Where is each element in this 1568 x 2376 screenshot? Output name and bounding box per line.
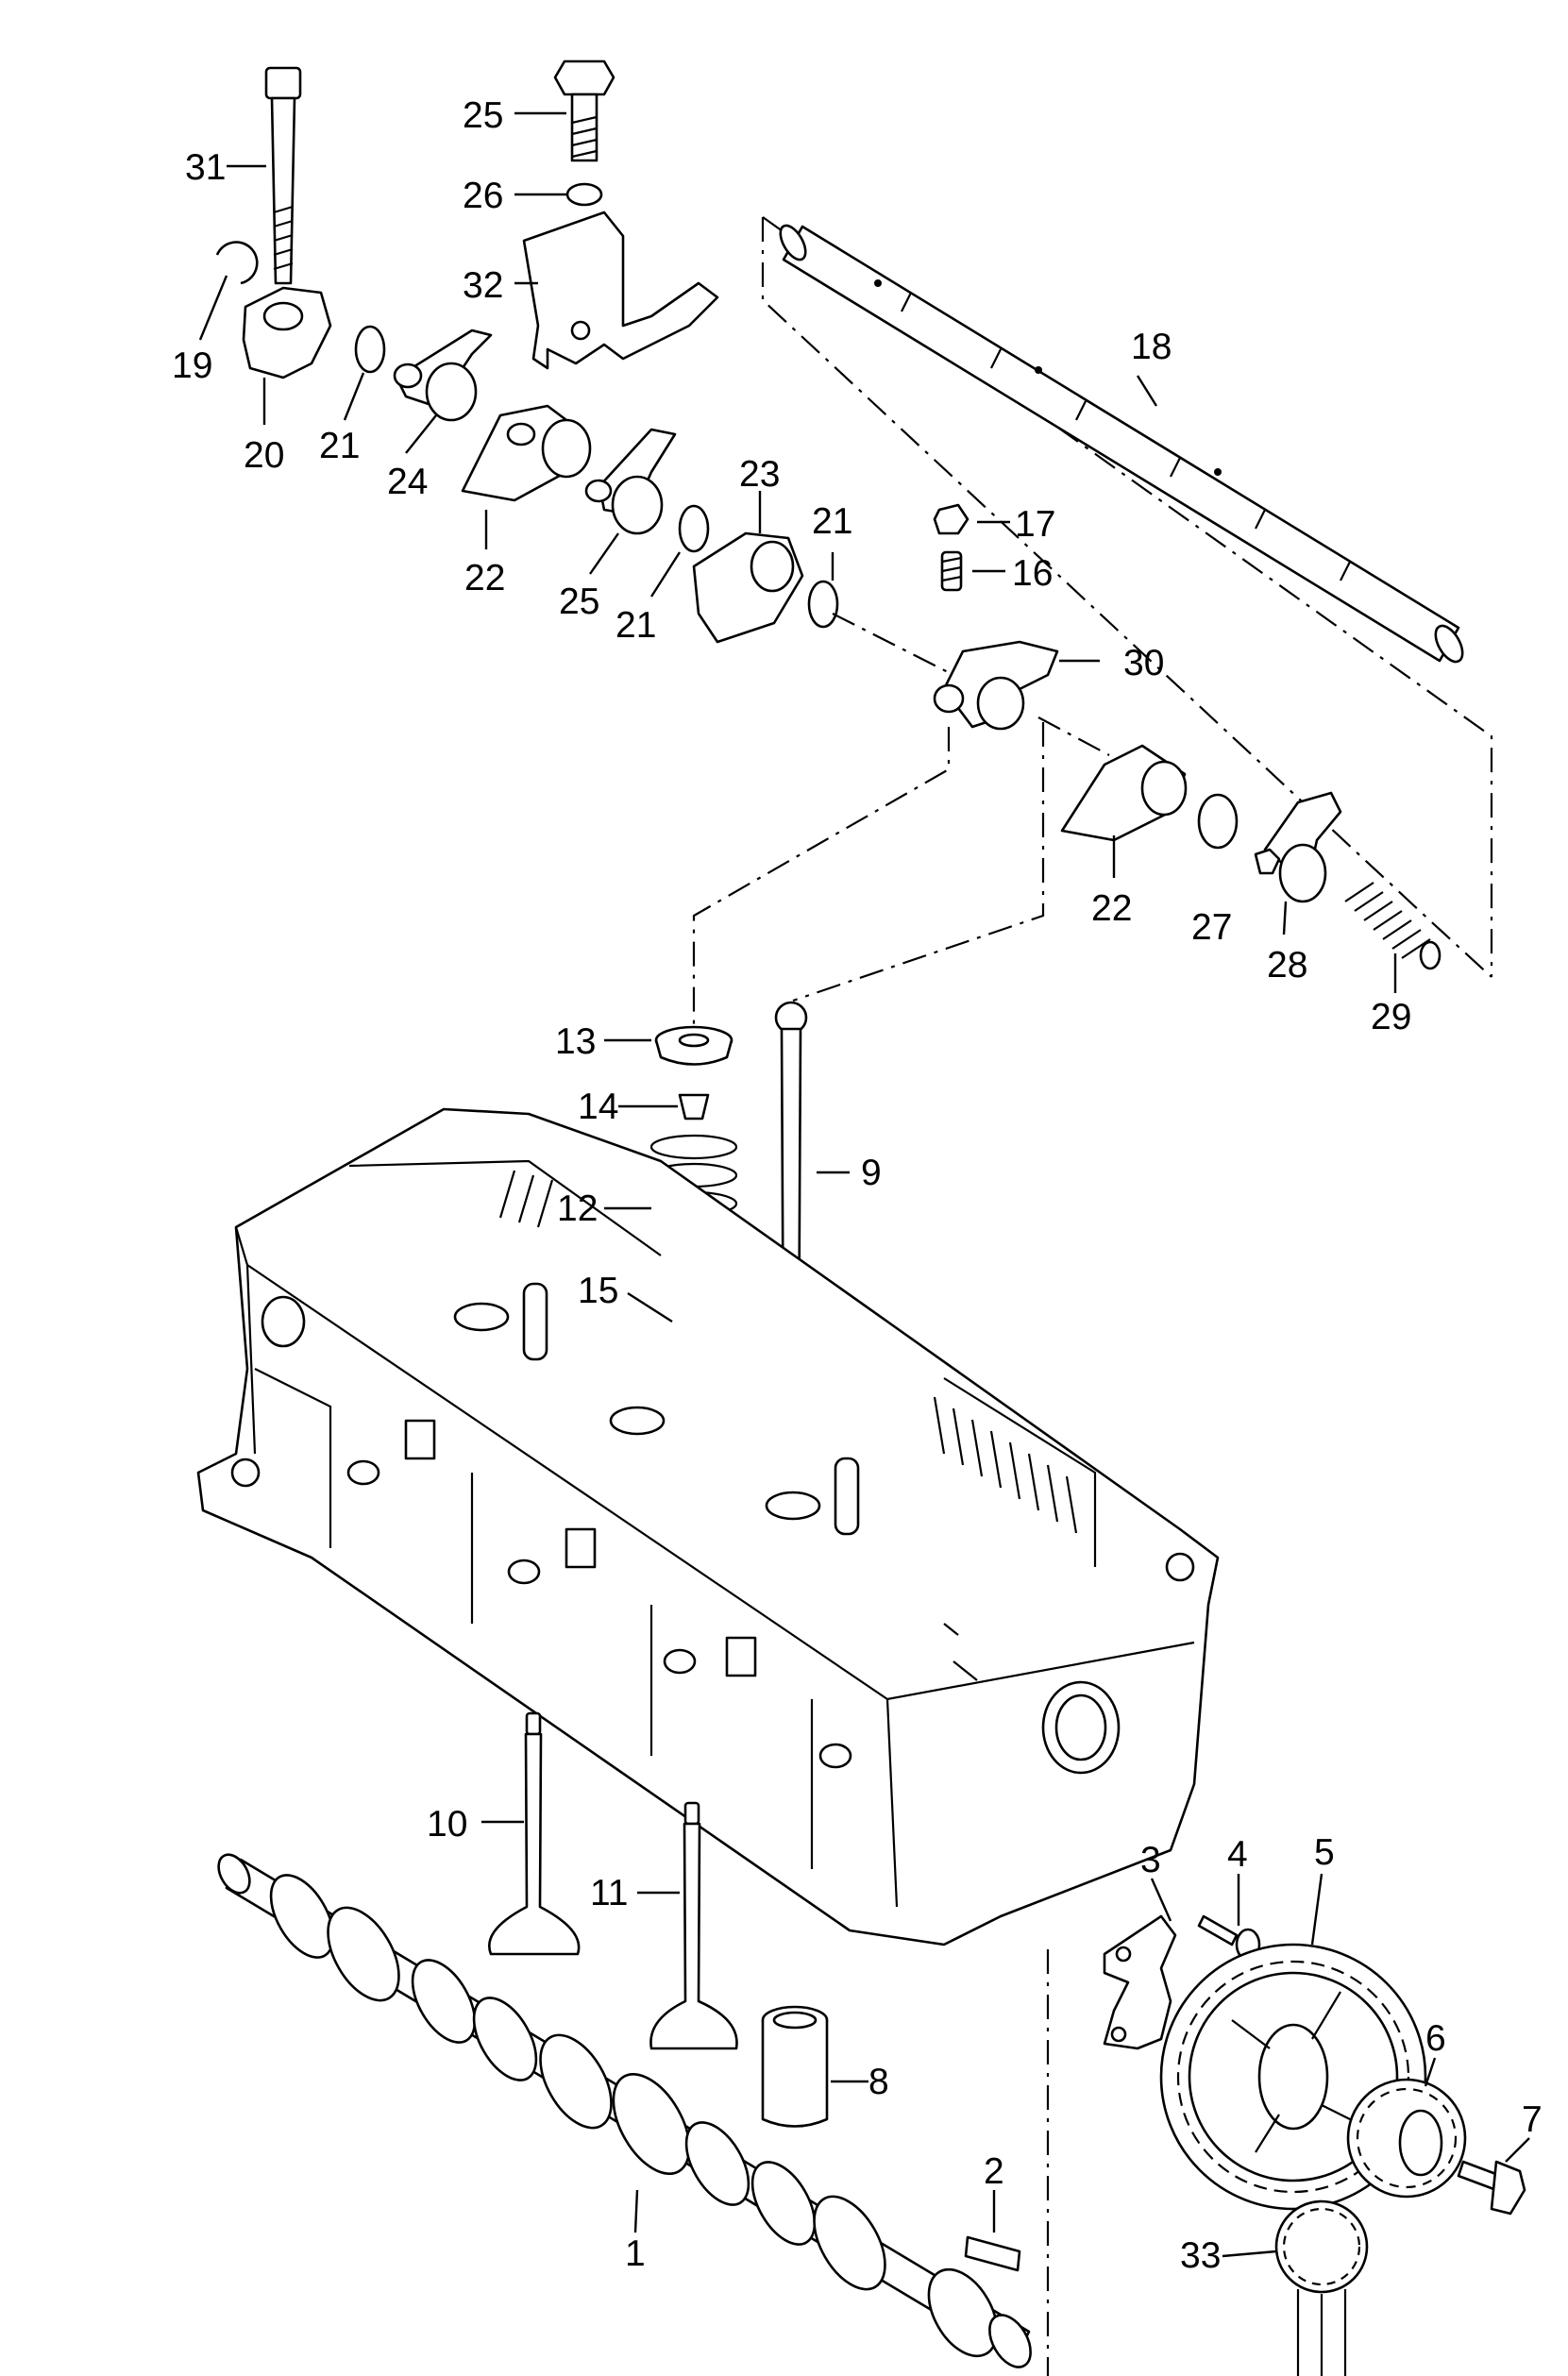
leader-lines (198, 111, 1530, 2258)
key-2 (964, 2235, 1021, 2272)
circlip-19 (215, 241, 259, 285)
callout-14: 14 (578, 1087, 618, 1127)
callout-21-b: 21 (615, 605, 656, 646)
callout-1: 1 (625, 2233, 646, 2274)
callout-18: 18 (1131, 327, 1172, 367)
washer-21-a (354, 325, 386, 374)
callout-17: 17 (1015, 504, 1055, 545)
callout-21-c: 21 (812, 501, 852, 542)
callout-32: 32 (463, 265, 503, 306)
rocker-shaft (761, 216, 1493, 978)
callout-16: 16 (1012, 553, 1053, 594)
bolt-31 (264, 66, 302, 285)
callout-6: 6 (1425, 2018, 1446, 2059)
callout-24: 24 (387, 462, 428, 502)
valve-cotter-14 (678, 1093, 710, 1121)
callout-15: 15 (578, 1271, 618, 1311)
callout-7: 7 (1522, 2099, 1543, 2140)
spring-seat-13 (654, 1025, 733, 1066)
callout-33: 33 (1180, 2235, 1221, 2276)
callout-26: 30 (1123, 643, 1164, 683)
callout-4: 4 (1227, 1834, 1248, 1875)
callout-labels: 31 25 26 32 19 20 21 24 22 25 21 23 21 1… (172, 95, 1543, 2276)
callout-10: 10 (427, 1804, 467, 1845)
centre-line-d (792, 722, 1045, 1003)
washer-27 (1197, 793, 1239, 850)
thrust-plate-3 (1103, 1914, 1177, 2050)
callout-8: 8 (868, 2062, 889, 2102)
callout-22-a: 22 (464, 558, 505, 598)
callout-21-a: 21 (319, 426, 360, 466)
callout-9: 9 (861, 1153, 882, 1193)
callout-29: 25 (463, 95, 503, 136)
valve-10 (488, 1711, 581, 1956)
callout-20: 20 (244, 435, 284, 476)
camshaft-1 (217, 1853, 1032, 2368)
washer-30 (565, 182, 603, 207)
callout-12: 12 (557, 1188, 598, 1229)
callout-22-b: 22 (1091, 888, 1132, 929)
centre-line-a (832, 613, 954, 676)
callout-11: 11 (590, 1873, 629, 1913)
callout-2: 2 (984, 2151, 1004, 2192)
callout-30: 26 (463, 176, 503, 216)
rocker-arm-25-b (1254, 791, 1342, 903)
centre-line-b (1037, 716, 1110, 756)
cylinder-head (196, 1107, 1220, 1946)
tappet-8 (761, 2005, 829, 2128)
washer-21-b (678, 504, 710, 553)
callout-25-a: 25 (559, 581, 599, 622)
bracket-32 (522, 211, 719, 370)
rocker-arm-24 (393, 329, 493, 422)
callout-23: 23 (739, 454, 780, 495)
callout-3: 3 (1140, 1840, 1161, 1880)
callout-13: 13 (555, 1021, 596, 1062)
bearing-bracket-20 (242, 286, 332, 379)
washer-21-c (807, 580, 839, 629)
callout-25-b: 28 (1267, 945, 1307, 986)
callout-27: 27 (1191, 907, 1232, 948)
bearing-bracket-22-a (461, 404, 592, 502)
rocker-arm-26 (933, 640, 1059, 731)
adjusting-screw-16 (940, 550, 963, 592)
bolt-7 (1457, 2160, 1526, 2216)
nut-17 (933, 503, 969, 535)
valve-11 (649, 1801, 738, 2050)
gear-33 (1274, 2199, 1369, 2376)
callout-28: 29 (1371, 997, 1411, 1037)
callout-5: 5 (1314, 1832, 1335, 1873)
bolt-4 (1197, 1914, 1261, 1962)
bearing-bracket-23 (692, 531, 804, 644)
spring-28 (1344, 882, 1442, 970)
centre-line-c (692, 727, 951, 1048)
crankshaft-gear-6 (1346, 2078, 1467, 2199)
bearing-bracket-22-b (1060, 744, 1188, 842)
rocker-arm-25-a (584, 428, 677, 535)
bolt-29 (553, 59, 615, 162)
callout-31: 31 (185, 147, 226, 188)
callout-19: 19 (172, 345, 212, 386)
